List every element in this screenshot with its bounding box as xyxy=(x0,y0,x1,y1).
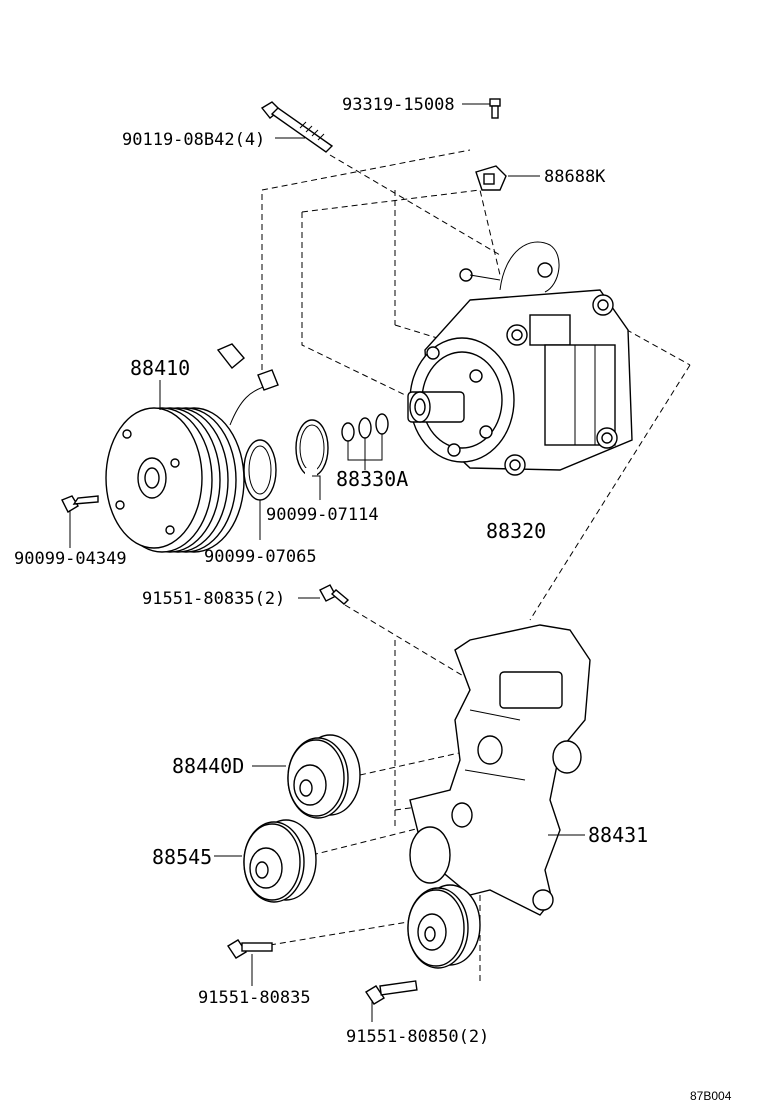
figure-code: 87B004 xyxy=(690,1089,732,1103)
label-91551-80835: 91551-80835 xyxy=(198,988,311,1008)
shims-88330A-icon xyxy=(341,413,389,442)
label-90099-04349: 90099-04349 xyxy=(14,549,127,569)
bolt-91551-80835-icon xyxy=(227,939,273,959)
label-90099-07114: 90099-07114 xyxy=(266,505,379,525)
pulley-88545-icon xyxy=(243,819,317,903)
bracket-88431-icon xyxy=(409,624,591,916)
label-93319-15008: 93319-15008 xyxy=(342,95,455,115)
snap-ring-90099-07114-icon xyxy=(295,419,329,478)
pulley-88410-icon xyxy=(105,343,279,553)
assembly-dashed-lines xyxy=(261,149,691,985)
snap-ring-90099-07065-icon xyxy=(243,439,277,501)
label-90119-08B42: 90119-08B42(4) xyxy=(122,130,265,150)
label-91551-80850-2: 91551-80850(2) xyxy=(346,1027,489,1047)
bolt-93319-icon xyxy=(489,98,501,119)
label-91551-80835-2: 91551-80835(2) xyxy=(142,589,285,609)
compressor-88320-icon xyxy=(407,241,633,476)
label-88320: 88320 xyxy=(486,519,546,543)
idler-pulley-88440D-icon xyxy=(287,734,361,819)
label-88410: 88410 xyxy=(130,356,190,380)
bolt-90119-icon xyxy=(260,101,334,153)
bolt-91551-80850-2-icon xyxy=(365,980,418,1005)
clip-88688K-icon xyxy=(475,165,507,191)
bolt-91551-80835-2-icon xyxy=(319,584,350,605)
lower-idler-pulley-icon xyxy=(407,884,481,969)
label-88431: 88431 xyxy=(588,823,648,847)
label-88440D: 88440D xyxy=(172,754,244,778)
label-88330A: 88330A xyxy=(336,467,408,491)
label-90099-07065: 90099-07065 xyxy=(204,547,317,567)
bolt-90099-04349-icon xyxy=(61,495,99,513)
label-88688K: 88688K xyxy=(544,167,606,187)
label-88545: 88545 xyxy=(152,845,212,869)
